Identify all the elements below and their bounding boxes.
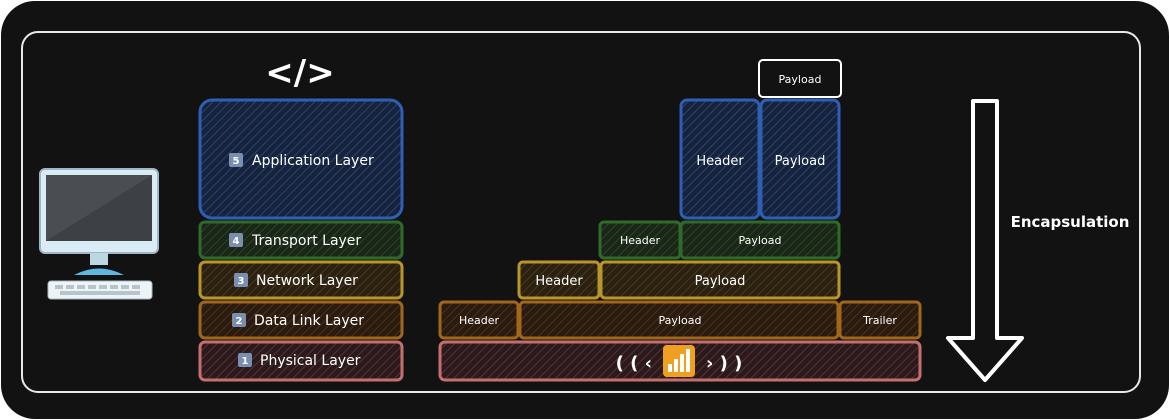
- layer-number: 2: [236, 316, 243, 327]
- top-payload-box: Payload: [758, 59, 842, 98]
- layer-label: Application Layer: [252, 153, 374, 169]
- svg-text:Payload: Payload: [695, 274, 746, 289]
- svg-text:Header: Header: [535, 274, 583, 289]
- svg-text:Trailer: Trailer: [862, 314, 897, 327]
- signal-right-waves: › ) ): [706, 353, 742, 374]
- number-badge: [234, 273, 248, 287]
- svg-text:Payload: Payload: [779, 73, 822, 86]
- encapsulation-arrow: [946, 99, 1024, 382]
- layer-data-link: 2 Data Link Layer: [198, 300, 404, 340]
- signal-bars-icon: [663, 345, 695, 377]
- layer-physical: 1 Physical Layer: [198, 340, 404, 382]
- svg-text:Payload: Payload: [775, 154, 826, 169]
- code-symbol: </>: [265, 53, 334, 93]
- svg-text:Payload: Payload: [659, 314, 702, 327]
- layer-label: Physical Layer: [260, 353, 361, 369]
- number-badge: [238, 353, 252, 367]
- desktop-computer-icon: [39, 168, 159, 300]
- encapsulation-blocks: Payload Header Payload Header Payload He…: [438, 59, 922, 382]
- svg-text:Payload: Payload: [739, 234, 782, 247]
- number-badge: [229, 233, 243, 247]
- network-header-box: Header: [517, 260, 601, 300]
- layer-application: 5 Application Layer: [198, 98, 404, 220]
- layer-network: 3 Network Layer: [198, 260, 404, 300]
- inner-border: [21, 31, 1141, 393]
- layer-number: 3: [238, 276, 245, 287]
- svg-text:Header: Header: [696, 154, 744, 169]
- layer-number: 1: [242, 356, 249, 367]
- layer-number: 5: [233, 156, 240, 167]
- svg-text:Header: Header: [459, 314, 500, 327]
- application-header-box: Header: [679, 98, 761, 220]
- layer-transport: 4 Transport Layer: [198, 220, 404, 260]
- svg-text:Header: Header: [620, 234, 661, 247]
- transport-payload-box: Payload: [679, 220, 841, 260]
- layer-stack: 5 Application Layer 4 Transport Layer 3 …: [198, 98, 404, 382]
- datalink-header-box: Header: [438, 300, 520, 340]
- transport-header-box: Header: [598, 220, 682, 260]
- datalink-payload-box: Payload: [518, 300, 840, 340]
- signal-left-waves: ( ( ‹: [616, 353, 652, 374]
- layer-number: 4: [233, 236, 240, 247]
- number-badge: [229, 153, 243, 167]
- network-payload-box: Payload: [599, 260, 841, 300]
- layer-label: Network Layer: [256, 273, 358, 289]
- physical-signal-box: ( ( ‹ › ) ): [438, 340, 922, 382]
- encapsulation-label: Encapsulation: [1011, 213, 1130, 231]
- layer-label: Data Link Layer: [254, 313, 364, 329]
- layer-label: Transport Layer: [251, 233, 361, 249]
- number-badge: [232, 313, 246, 327]
- application-payload-box: Payload: [759, 98, 841, 220]
- datalink-trailer-box: Trailer: [838, 300, 922, 340]
